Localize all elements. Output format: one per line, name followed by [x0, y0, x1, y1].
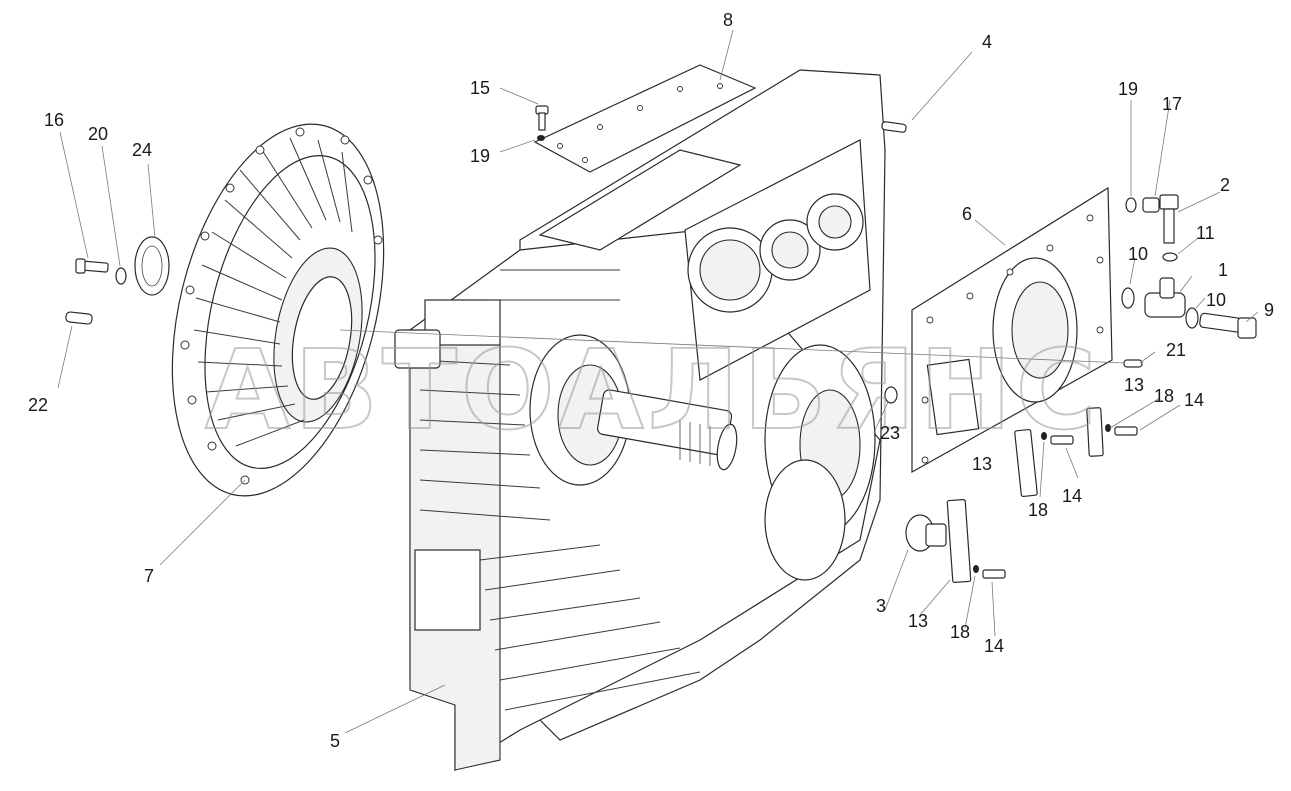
callout-3: 3	[876, 596, 886, 616]
drain-plug-3	[905, 514, 947, 552]
lock-plate-13c	[946, 499, 972, 583]
callout-10-left: 10	[1128, 244, 1148, 264]
callout-1: 1	[1218, 260, 1228, 280]
callout-22: 22	[28, 395, 48, 415]
washer-10-right	[1185, 307, 1199, 329]
dowel-pin-4	[881, 121, 907, 133]
callout-19-top: 19	[470, 146, 490, 166]
callout-9: 9	[1264, 300, 1274, 320]
callout-4: 4	[982, 32, 992, 52]
bolt-16	[75, 258, 109, 274]
callout-17: 17	[1162, 94, 1182, 114]
bolt-14b	[1050, 435, 1074, 445]
callout-13b: 13	[972, 454, 992, 474]
callout-labels: 1 2 3 4 5 6 7 8 9 10 10 11 13 13 13 14 1…	[28, 10, 1274, 751]
callout-5: 5	[330, 731, 340, 751]
callout-24: 24	[132, 140, 152, 160]
cap-nut-17	[1142, 197, 1160, 213]
washer-20	[115, 267, 127, 285]
washer-19-top	[537, 135, 545, 141]
callout-14c: 14	[984, 636, 1004, 656]
callout-10-right: 10	[1206, 290, 1226, 310]
callout-13a: 13	[1124, 375, 1144, 395]
washer-18a	[1105, 424, 1111, 432]
breather-2	[1159, 194, 1179, 244]
top-cover	[533, 64, 757, 173]
seal-11	[1162, 252, 1178, 262]
callout-19-right: 19	[1118, 79, 1138, 99]
lock-plate-13b	[1014, 428, 1038, 498]
callout-8: 8	[723, 10, 733, 30]
dowel-pin-22	[65, 311, 93, 325]
side-cover	[911, 186, 1113, 474]
callout-20: 20	[88, 124, 108, 144]
washer-18c	[973, 565, 979, 573]
callout-2: 2	[1220, 175, 1230, 195]
bolt-14a	[1114, 426, 1138, 436]
callout-18c: 18	[950, 622, 970, 642]
tee-fitting-1	[1144, 277, 1186, 318]
leader-lines	[57, 29, 1259, 734]
washer-18b	[1041, 432, 1047, 440]
callout-16: 16	[44, 110, 64, 130]
callout-23: 23	[880, 423, 900, 443]
watermark-text: АВТОАЛЬЯНС	[205, 326, 1100, 454]
washer-10-left	[1121, 287, 1135, 309]
callout-7: 7	[144, 566, 154, 586]
plug-23	[884, 386, 898, 404]
banjo-bolt-9	[1199, 312, 1257, 339]
bell-housing-cover	[171, 123, 385, 497]
bolt-15	[535, 105, 549, 131]
lock-plate-13a	[1086, 407, 1104, 457]
callout-11: 11	[1196, 223, 1215, 243]
callout-18a: 18	[1154, 386, 1174, 406]
bolt-14c	[982, 569, 1006, 579]
callout-18b: 18	[1028, 500, 1048, 520]
pin-21	[1123, 359, 1143, 368]
nut-19-right	[1125, 197, 1137, 213]
gearbox-housing	[394, 69, 886, 772]
callout-14a: 14	[1184, 390, 1204, 410]
callout-21: 21	[1166, 340, 1186, 360]
seal-ring	[134, 236, 170, 296]
callout-13c: 13	[908, 611, 928, 631]
callout-14b: 14	[1062, 486, 1082, 506]
callout-15: 15	[470, 78, 490, 98]
callout-6: 6	[962, 204, 972, 224]
